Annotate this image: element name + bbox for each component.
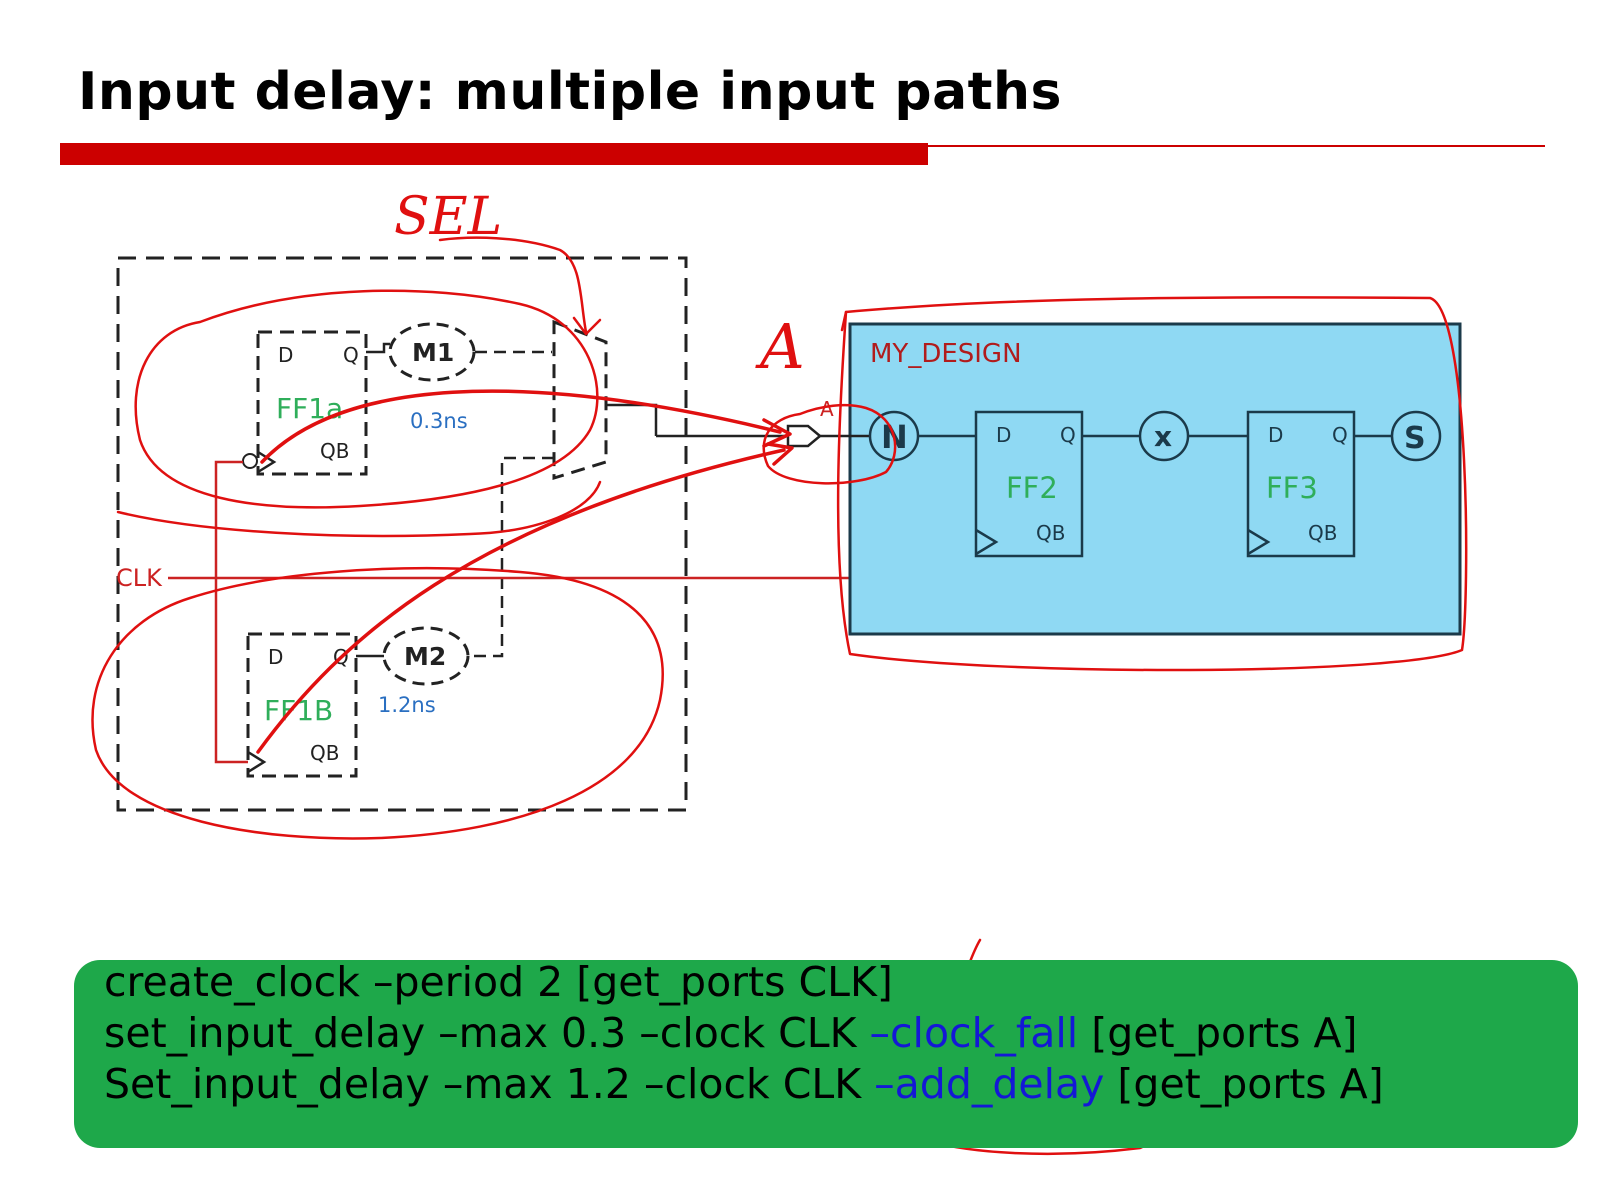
- node-s: [1390, 410, 1442, 462]
- ff2-qb-pin: QB: [1036, 521, 1065, 545]
- code-line-create-clock: create_clock –period 2 [get_ports CLK]: [104, 958, 893, 1006]
- handwritten-a: A: [755, 310, 805, 383]
- port-a-label: A: [820, 397, 834, 421]
- ff1a-d-pin: D: [278, 343, 293, 367]
- code-line-2-keyword: –clock_fall: [869, 1009, 1079, 1057]
- ff1b-path-circle: [91, 566, 664, 840]
- ff1a-qb-pin: QB: [320, 439, 349, 463]
- ff2-flipflop: D Q FF2 QB: [974, 410, 1084, 558]
- my-design-name: MY_DESIGN: [870, 339, 1022, 369]
- node-s-label: S: [1404, 421, 1426, 456]
- ff3-flipflop: D Q FF3 QB: [1246, 410, 1356, 558]
- ff1a-path-circle: [134, 289, 599, 509]
- path-arrow-ff1b: [256, 448, 786, 754]
- ff3-d-pin: D: [1268, 423, 1283, 447]
- ff1b-flipflop: D Q FF1B QB: [246, 632, 358, 778]
- external-logic-boundary: [116, 256, 688, 812]
- input-port-a: [786, 424, 822, 448]
- m2-label: M2: [404, 642, 446, 671]
- code-line-2-post: [get_ports A]: [1078, 1009, 1358, 1057]
- node-x-label: x: [1154, 420, 1172, 453]
- ff1a-flipflop: D Q FF1a QB: [242, 330, 368, 476]
- m2-delay: 1.2ns: [378, 693, 436, 717]
- my-design-block: [848, 322, 1462, 636]
- code-line-2-pre: set_input_delay –max 0.3 –clock CLK: [104, 1009, 870, 1057]
- ff3-name: FF3: [1266, 471, 1318, 505]
- code-line-3-post: [get_ports A]: [1104, 1060, 1384, 1108]
- sel-arrow: [438, 236, 588, 334]
- ff2-name: FF2: [1006, 471, 1058, 505]
- code-line-3-keyword: –add_delay: [874, 1060, 1105, 1108]
- sdc-code-box: [74, 960, 1578, 1148]
- ff1a-clock-inverter: [242, 453, 258, 469]
- ff1a-name: FF1a: [276, 392, 343, 425]
- clk-label: CLK: [116, 564, 163, 592]
- ff3-qb-pin: QB: [1308, 521, 1337, 545]
- title-underline-thick: [60, 143, 928, 165]
- code-line-input-delay-1: set_input_delay –max 0.3 –clock CLK –clo…: [104, 1009, 1358, 1057]
- m1-logic-cloud: M1 0.3ns: [388, 322, 476, 433]
- m1-delay: 0.3ns: [410, 409, 468, 433]
- m1-label: M1: [412, 338, 454, 367]
- ff1a-q-pin: Q: [343, 343, 359, 367]
- code-line-3-pre: Set_input_delay –max 1.2 –clock CLK: [104, 1060, 875, 1108]
- code-line-1-text: create_clock –period 2 [get_ports CLK]: [104, 958, 893, 1006]
- design-circle: [836, 296, 1468, 672]
- ff3-q-pin: Q: [1332, 423, 1348, 447]
- ff1b-d-pin: D: [268, 645, 283, 669]
- code-line-input-delay-2: Set_input_delay –max 1.2 –clock CLK –add…: [104, 1060, 1384, 1108]
- m2-logic-cloud: M2 1.2ns: [378, 626, 470, 717]
- ff2-d-pin: D: [996, 423, 1011, 447]
- ff1b-qb-pin: QB: [310, 741, 339, 765]
- ff2-q-pin: Q: [1060, 423, 1076, 447]
- path-arrow-ff1a: [260, 389, 782, 464]
- slide-title: Input delay: multiple input paths: [78, 62, 1062, 122]
